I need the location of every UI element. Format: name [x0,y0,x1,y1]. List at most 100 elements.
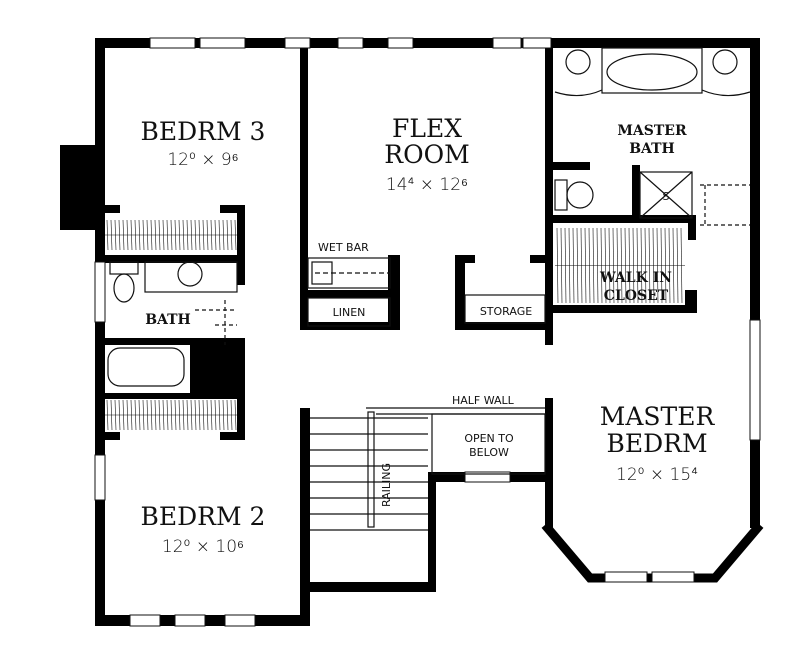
hanger-line [218,219,221,251]
hanger-line [178,399,181,431]
hanger-line [584,227,587,304]
walls [60,37,764,627]
hanger-line [560,227,563,304]
hanger-line [596,227,599,304]
tub-surround [601,47,703,94]
room-dims-master-bedrm: 12⁰ × 15⁴ [616,465,698,485]
hanger-line [150,219,153,251]
hanger-line [226,399,229,431]
hanger-line [126,399,129,431]
hanger-line [214,219,217,251]
window [522,37,552,49]
window [284,37,311,49]
room-label-walk-in-1: WALK IN [599,270,672,286]
toilet-tank-icon [109,261,139,275]
window [174,614,206,627]
hanger-line [628,227,631,304]
hanger-line [186,219,189,251]
hanger-line [234,219,237,251]
linen-closet [307,297,391,327]
hanger-line [118,219,121,251]
hanger-line [162,219,165,251]
toilet-tank-icon [554,179,568,211]
hanger-line [106,399,109,431]
hanger-line [194,399,197,431]
hanger-line [680,227,683,304]
hanger-line [114,219,117,251]
wall [553,215,695,223]
wall [688,215,696,240]
shower-label: S [663,190,670,203]
hanger-line [234,399,237,431]
wall [105,205,120,213]
room-label-bedrm3: BEDRM 3 [141,117,266,146]
hanger-line [122,399,125,431]
label-open-to-below-2: BELOW [469,446,509,459]
label-storage: STORAGE [480,305,532,318]
hanger-line [672,227,675,304]
hanger-line [632,227,635,304]
hanger-line [600,227,603,304]
wall [545,398,553,528]
room-label-master-bath-2: BATH [629,141,675,157]
hanger-line [118,399,121,431]
hanger-line [222,219,225,251]
half-wall [366,407,545,415]
hanger-line [178,219,181,251]
hanger-line [612,227,615,304]
wall [308,290,398,298]
hanger-line [676,227,679,304]
label-railing: RAILING [380,463,393,507]
wall [60,145,95,230]
window [94,454,106,501]
wall [220,205,245,213]
wall [455,255,475,263]
hanger-line [190,219,193,251]
hanger-line [174,399,177,431]
hanger-line [170,399,173,431]
hanger-line [114,399,117,431]
room-label-flex-1: FLEX [392,114,462,143]
hanger-line [592,227,595,304]
room-label-master-bedrm-2: BEDRM [606,429,707,458]
hanger-line [198,219,201,251]
hanger-line [154,219,157,251]
hanger-line [146,399,149,431]
window [604,571,648,583]
hanger-line [134,399,137,431]
shower-drain-lines [639,171,693,219]
window [387,37,414,49]
window [749,319,761,441]
wall [300,408,310,626]
master-tub-icon [606,53,698,91]
hanger-line [648,227,651,304]
hanger-line [126,219,129,251]
wall [105,432,120,440]
wall [105,393,245,399]
hanger-line [150,399,153,431]
window [94,261,106,323]
toilet-icon [113,273,135,303]
hanger-line [210,399,213,431]
room-label-walk-in-2: CLOSET [604,288,669,304]
wall [190,345,245,393]
window [149,37,196,49]
hanger-line [668,227,671,304]
hanger-line [604,227,607,304]
open-to-below-box [431,413,546,475]
closet-rods [105,219,685,431]
hanger-line [166,219,169,251]
hanger-line [568,227,571,304]
hanger-line [130,219,133,251]
room-dims-bedrm2: 12⁰ × 10⁶ [162,537,244,557]
hanger-line [624,227,627,304]
wall [300,205,308,215]
shower-stall [639,171,693,219]
wall [545,48,553,345]
hanger-line [166,399,169,431]
hanger-line [620,227,623,304]
wall [530,255,553,263]
hanger-line [206,399,209,431]
stairs [310,417,428,531]
label-linen: LINEN [333,306,366,319]
